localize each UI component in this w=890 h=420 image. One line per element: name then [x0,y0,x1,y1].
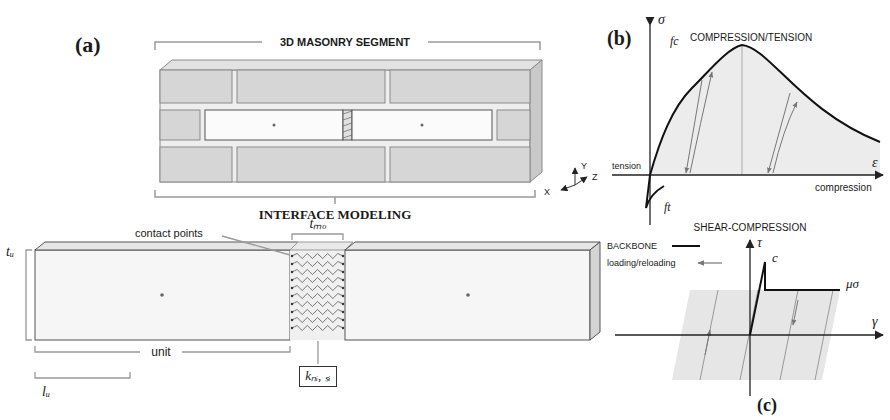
axis-label: tension [612,161,641,171]
value-label: ft [664,201,671,215]
axis-label: X [544,187,550,197]
bracket [155,42,540,204]
axis-label: Z [592,172,598,182]
value-label: c [772,251,778,266]
axis-label: compression [815,182,872,194]
axis-label: σ [658,12,665,28]
plot-title: SHEAR-COMPRESSION [694,222,807,234]
axis-label: τ [757,235,762,251]
callout-label: contact points [135,227,203,240]
panel-label: (a) [75,32,101,57]
dimension-label: unit [148,346,173,360]
axis-label: Y [581,161,587,171]
plot-title: COMPRESSION/TENSION [690,32,812,44]
value-label: μσ [846,277,859,292]
legend-text: loading/reloading [607,258,676,268]
node-text: kₙᵢ, ₛᵢ [305,369,330,384]
panel-label: (b) [607,27,631,50]
stiffness-box: kₙᵢ, ₛᵢ [299,366,336,387]
axis-label: ε [872,155,878,171]
section-title: 3D MASONRY SEGMENT [277,36,413,49]
axis-label: γ [872,314,878,330]
value-label: fc [670,35,679,49]
dimension-label: tᵤ [6,244,14,260]
unit-block [35,242,600,340]
dimension-lines [26,234,343,378]
axes-icon [561,168,587,190]
legend-text: BACKBONE [607,241,657,251]
spring-array [291,254,344,331]
legend-samples [672,246,722,263]
dimension-label: lᵤ [42,384,50,400]
dimension-label: tₘₒ [310,216,327,232]
stress-strain-plot [612,25,883,225]
masonry-wall [160,60,542,182]
section-title: INTERFACE MODELING [259,208,412,223]
panel-label: (c) [757,395,777,416]
